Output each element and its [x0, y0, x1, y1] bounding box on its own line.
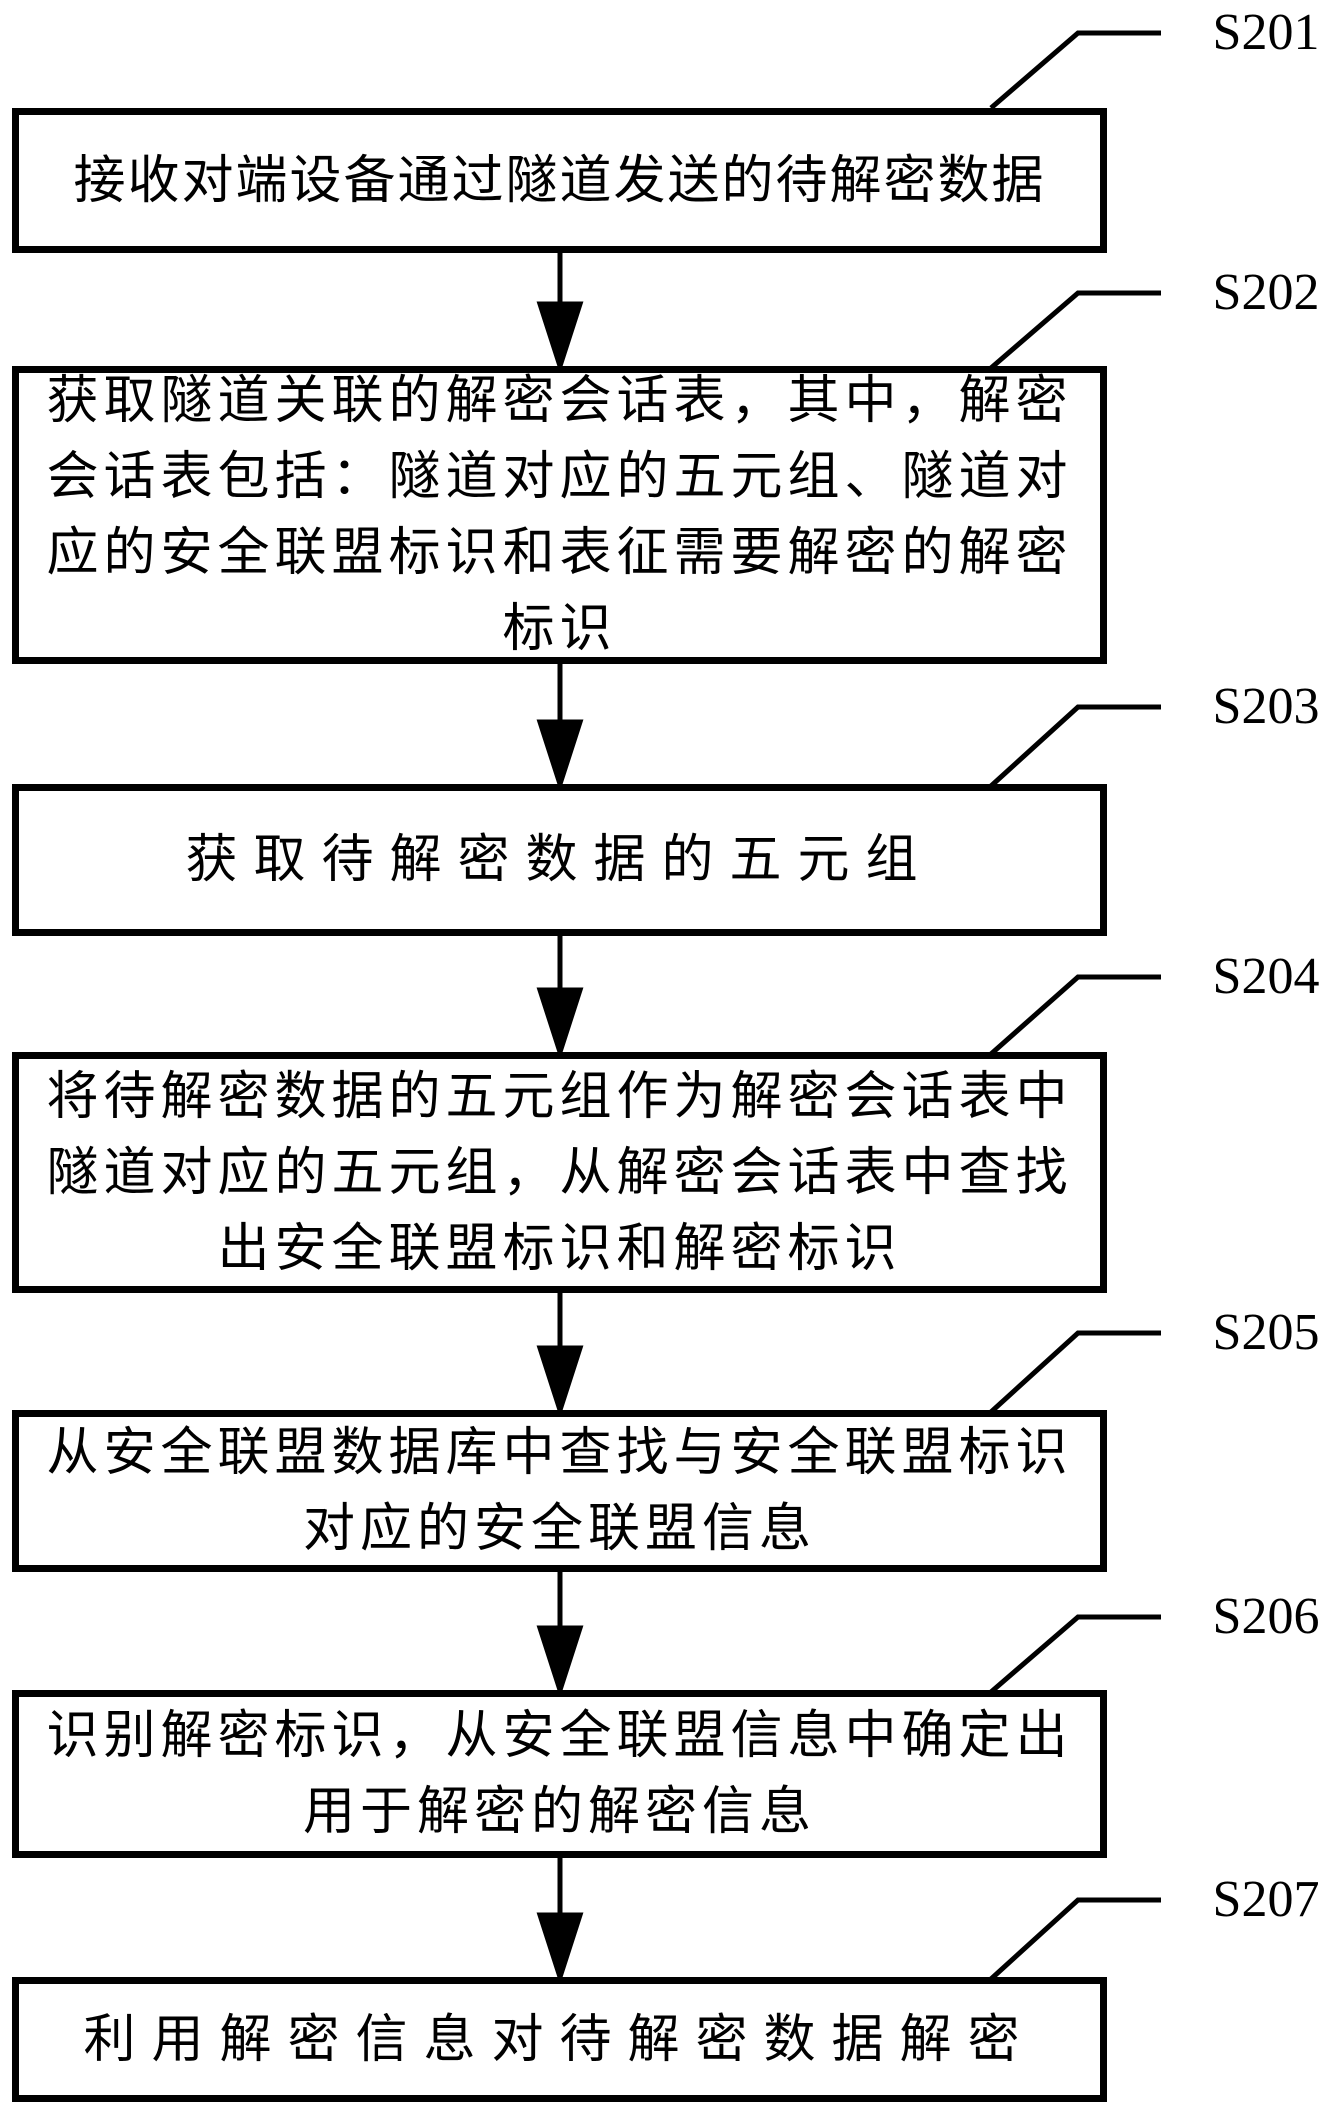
arrow-s205-s206 — [536, 1572, 584, 1699]
arrow-head-icon — [536, 987, 584, 1061]
leader-line-s207 — [989, 1897, 1161, 1981]
leader-line-s203 — [989, 704, 1161, 788]
step-box-s203: 获取待解密数据的五元组 — [12, 784, 1107, 936]
step-box-s205: 从安全联盟数据库中查找与安全联盟标识对应的安全联盟信息 — [12, 1410, 1107, 1572]
step-text-s201: 接收对端设备通过隧道发送的待解密数据 — [73, 151, 1046, 210]
step-label-s206: S206 — [1212, 1588, 1320, 1645]
arrow-head-icon — [536, 1625, 584, 1699]
step-label-s201: S201 — [1212, 4, 1320, 61]
arrow-s204-s205 — [536, 1293, 584, 1419]
arrow-head-icon — [536, 1912, 584, 1986]
leader-line-s204 — [989, 974, 1161, 1056]
leader-line-s202 — [989, 290, 1161, 370]
step-box-s201: 接收对端设备通过隧道发送的待解密数据 — [12, 108, 1107, 253]
arrow-head-icon — [536, 301, 584, 375]
step-text-s206: 识别解密标识，从安全联盟信息中确定出用于解密的解密信息 — [46, 1707, 1073, 1841]
step-box-s206: 识别解密标识，从安全联盟信息中确定出用于解密的解密信息 — [12, 1690, 1107, 1858]
step-label-s204: S204 — [1212, 948, 1320, 1005]
leader-line-s205 — [989, 1330, 1161, 1414]
step-text-s205: 从安全联盟数据库中查找与安全联盟标识对应的安全联盟信息 — [46, 1424, 1073, 1558]
arrow-s201-s202 — [536, 253, 584, 375]
arrow-head-icon — [536, 1345, 584, 1419]
step-label-s205: S205 — [1212, 1304, 1320, 1361]
step-label-s202: S202 — [1212, 264, 1320, 321]
leader-line-s201 — [989, 30, 1161, 110]
step-label-s207: S207 — [1212, 1871, 1320, 1928]
step-box-s207: 利用解密信息对待解密数据解密 — [12, 1977, 1107, 2102]
arrow-s203-s204 — [536, 936, 584, 1061]
step-text-s203: 获取待解密数据的五元组 — [185, 831, 934, 889]
arrow-head-icon — [536, 719, 584, 793]
step-text-s204: 将待解密数据的五元组作为解密会话表中隧道对应的五元组，从解密会话表中查找出安全联… — [46, 1067, 1073, 1278]
step-text-s202: 获取隧道关联的解密会话表，其中，解密会话表包括：隧道对应的五元组、隧道对应的安全… — [46, 372, 1073, 658]
step-box-s204: 将待解密数据的五元组作为解密会话表中隧道对应的五元组，从解密会话表中查找出安全联… — [12, 1052, 1107, 1293]
step-text-s207: 利用解密信息对待解密数据解密 — [83, 2010, 1036, 2069]
arrow-s202-s203 — [536, 664, 584, 793]
step-box-s202: 获取隧道关联的解密会话表，其中，解密会话表包括：隧道对应的五元组、隧道对应的安全… — [12, 366, 1107, 664]
leader-line-s206 — [989, 1614, 1161, 1694]
step-label-s203: S203 — [1212, 678, 1320, 735]
arrow-s206-s207 — [536, 1858, 584, 1986]
